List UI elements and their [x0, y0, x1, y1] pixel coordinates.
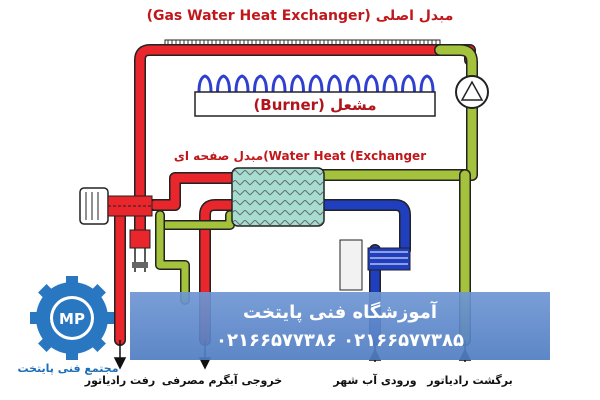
circulation-pump-icon [455, 75, 489, 109]
flame-icon [345, 74, 361, 93]
flame-icon [364, 74, 379, 93]
banner-phones: ۰۲۱۶۶۵۷۷۳۸۶ ۰۲۱۶۶۵۷۷۳۸۵ [216, 330, 464, 351]
burner: (Burner) مشعل [194, 74, 436, 117]
flame-icon [308, 74, 324, 93]
flame-icon [419, 74, 435, 93]
radiator-supply-label: رفت رادیاتور [84, 374, 155, 387]
banner-title: آموزشگاه فنی پایتخت [243, 300, 438, 323]
plate-exchanger-label: مبدل صفحه ای(Water Heat (Exchanger [174, 149, 426, 163]
logo-caption: مجتمع فنی پایتخت [17, 362, 118, 375]
plate-heat-exchanger [231, 167, 325, 227]
city-water-inlet-label: ورودی آب شهر [332, 373, 416, 387]
main-exchanger-label: (Gas Water Heat Exchanger) مبدل اصلی [147, 8, 454, 24]
flame-icon [290, 74, 305, 93]
flow-sensor [339, 239, 411, 291]
flame-icon [382, 74, 398, 93]
promo-banner: آموزشگاه فنی پایتخت ۰۲۱۶۶۵۷۷۳۸۶ ۰۲۱۶۶۵۷۷… [130, 292, 550, 360]
flame-icon [253, 74, 268, 93]
burner-label: (Burner) مشعل [253, 96, 376, 114]
arrow-down-icon [113, 357, 127, 370]
logo: MP مجتمع فنی پایتخت [17, 276, 119, 375]
burner-flames [197, 74, 435, 93]
return-pipe [155, 44, 478, 346]
flame-icon [327, 74, 342, 93]
radiator-return-label: برگشت رادیاتور [426, 374, 512, 387]
hot-water-outlet-label: خروجی آبگرم مصرفی [162, 373, 282, 387]
diverter-valve [79, 187, 153, 272]
flame-icon [401, 74, 416, 93]
flame-icon [216, 74, 231, 93]
flame-icon [271, 74, 287, 93]
flame-icon [234, 74, 250, 93]
logo-initials: MP [59, 310, 85, 328]
gear-icon [30, 276, 114, 360]
flame-icon [197, 74, 213, 93]
